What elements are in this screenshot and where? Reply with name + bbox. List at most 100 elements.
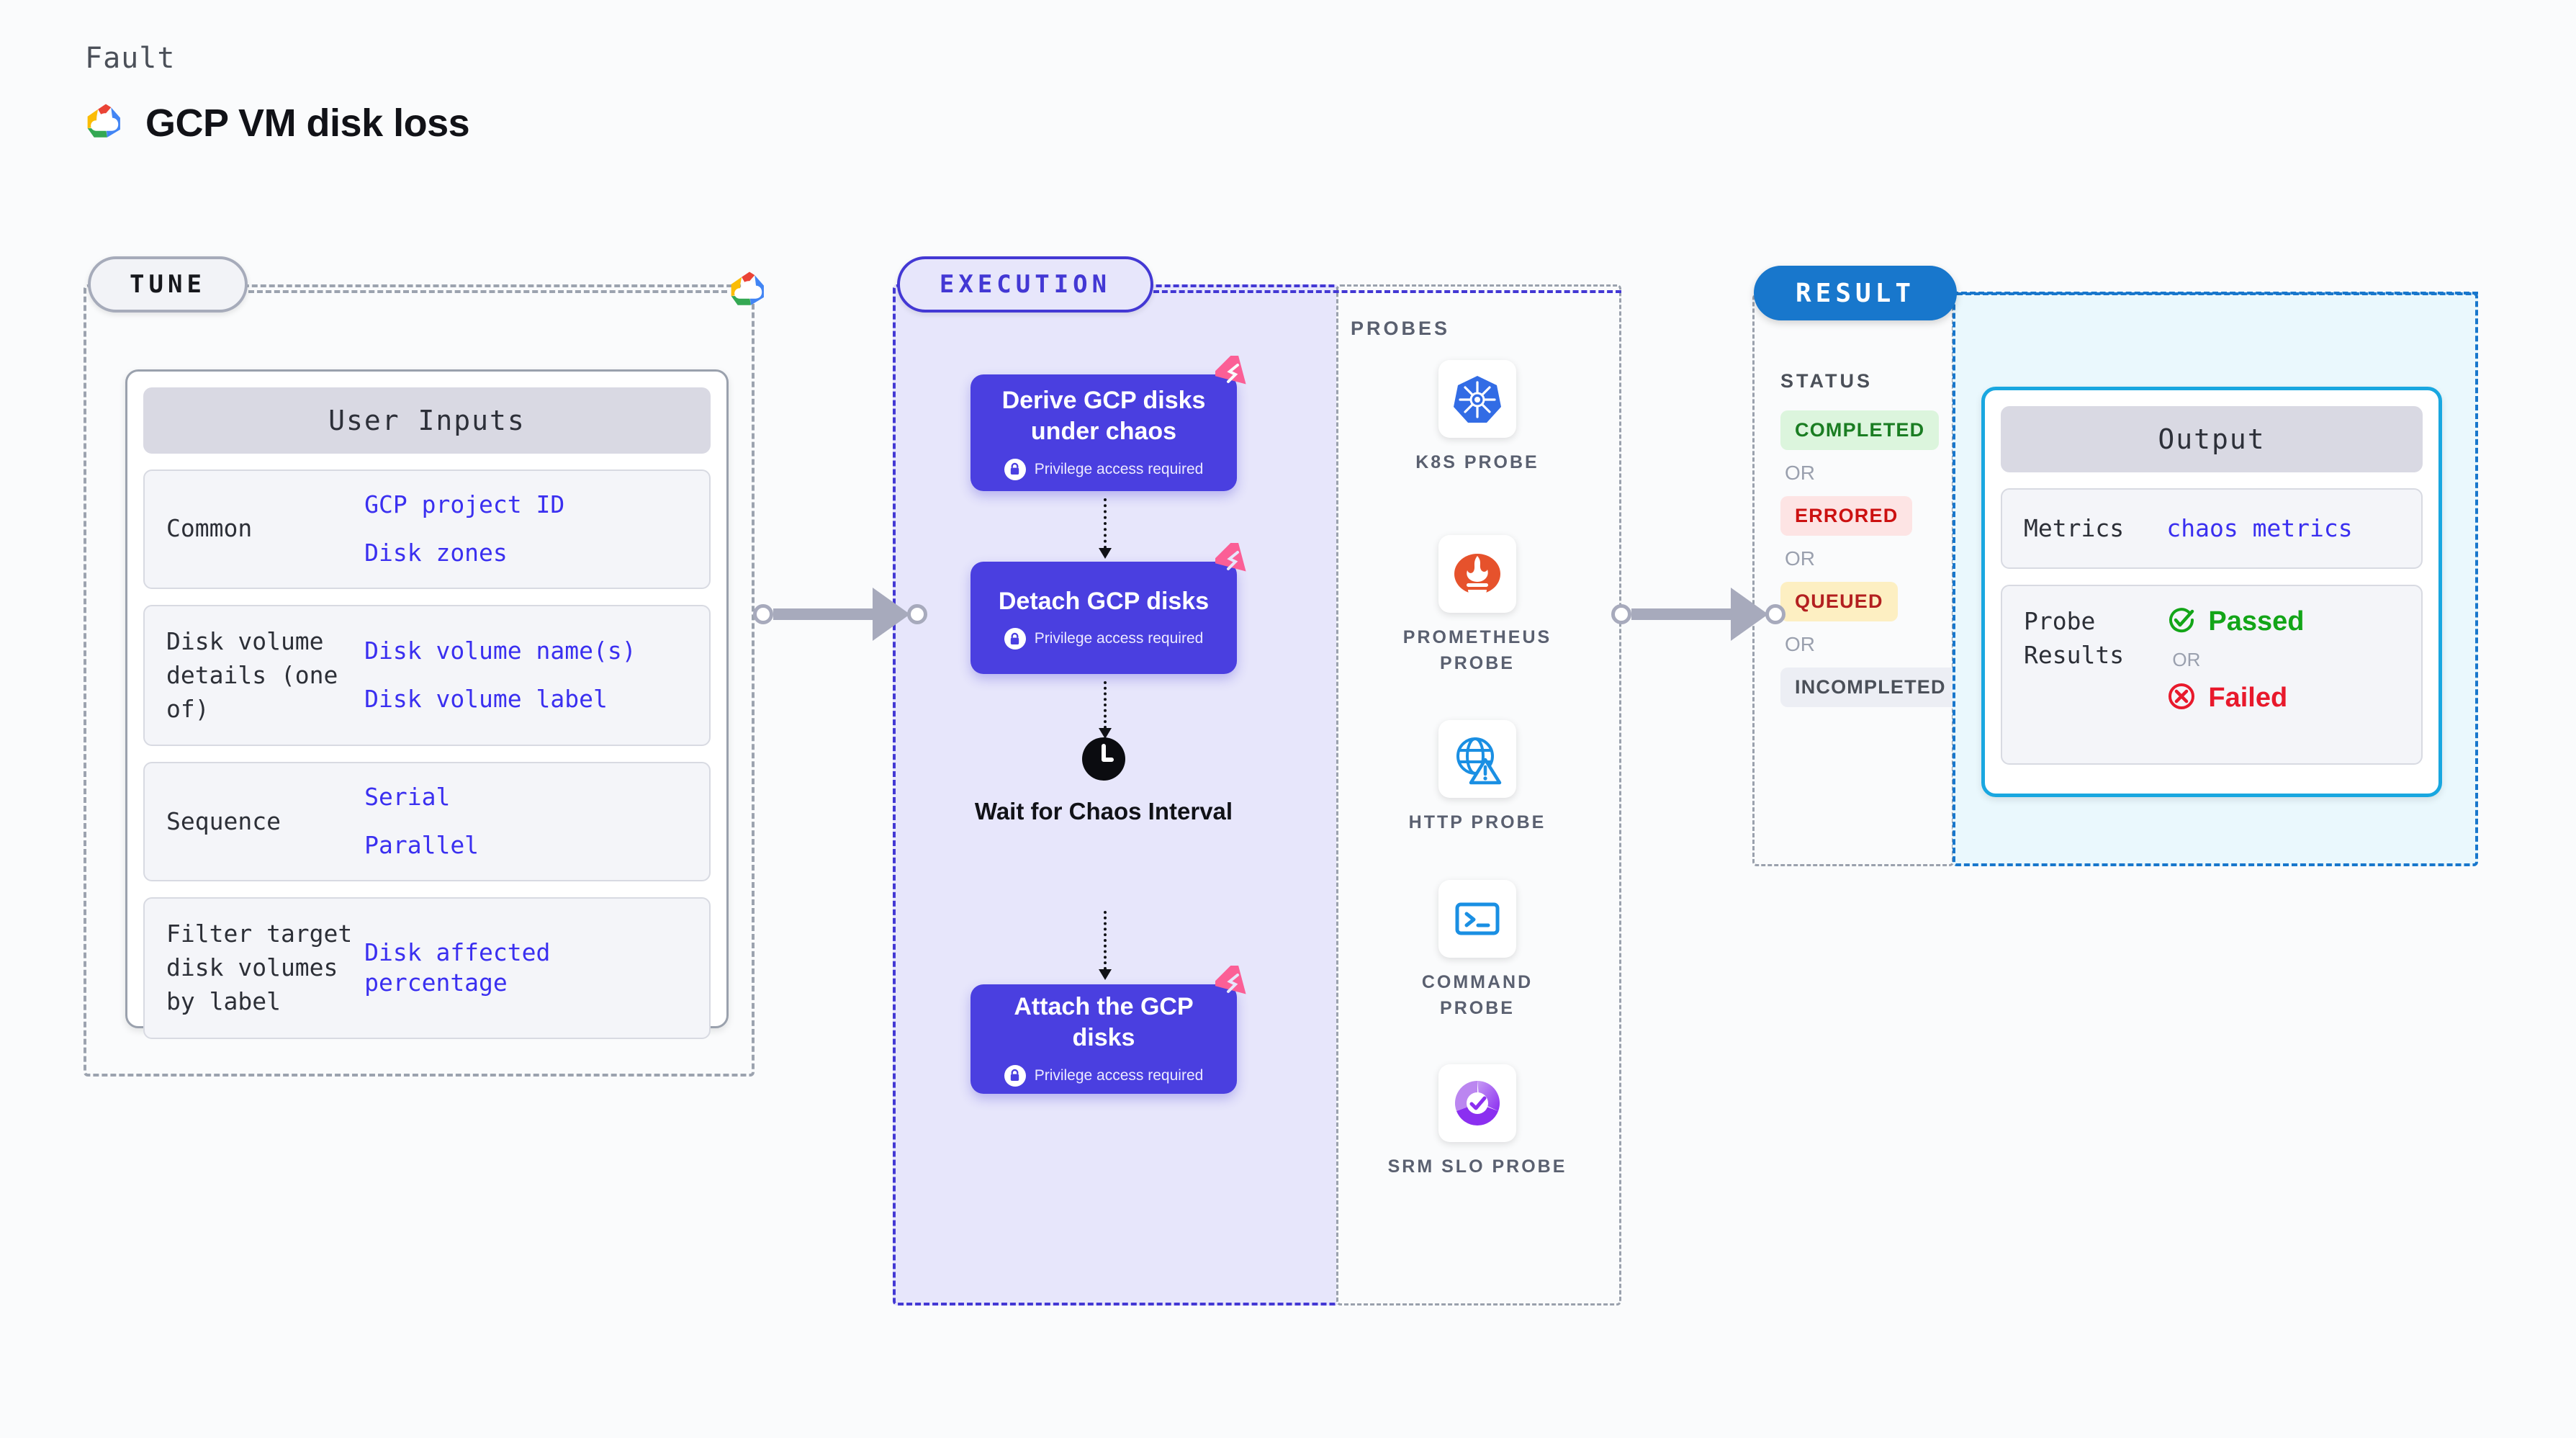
kubernetes-icon <box>1438 360 1516 438</box>
privilege-label: Privilege access required <box>1034 630 1204 647</box>
row-values: GCP project ID Disk zones <box>364 490 564 569</box>
connector-arrowhead <box>1731 588 1768 641</box>
execution-flow-arrow <box>1099 498 1112 559</box>
tune-pill-connector <box>248 290 727 293</box>
tune-region: TUNE User Inputs Common GCP project ID D… <box>84 256 755 1077</box>
result-output-region: Output Metrics chaos metrics Probe Resul… <box>1953 292 2478 866</box>
probe-item-http[interactable]: HTTP PROBE <box>1384 720 1571 835</box>
page-header: GCP VM disk loss <box>85 101 470 145</box>
table-row: Sequence Serial Parallel <box>143 762 711 882</box>
connector-dot <box>1611 604 1631 624</box>
user-inputs-card: User Inputs Common GCP project ID Disk z… <box>125 369 729 1039</box>
row-label: Disk volume details (one of) <box>166 626 338 723</box>
execution-region: EXECUTION Derive GCP disks under chaos P… <box>893 256 1339 1306</box>
result-status-dashed-border <box>1752 294 1954 866</box>
probe-label: HTTP PROBE <box>1408 812 1546 832</box>
result-pill-connector <box>1953 292 2478 295</box>
input-option[interactable]: Serial <box>364 783 451 812</box>
probe-label: SRM SLO PROBE <box>1387 1156 1567 1177</box>
or-separator: OR <box>1785 633 1815 655</box>
input-option[interactable]: Disk volume label <box>364 685 608 714</box>
passed-label: Passed <box>2208 606 2305 637</box>
chaos-fault-badge-icon <box>1211 959 1254 1005</box>
row-label: Common <box>166 514 253 543</box>
execution-node[interactable]: Attach the GCP disks Privilege access re… <box>970 959 1246 1094</box>
prometheus-icon <box>1438 535 1516 613</box>
row-label: Metrics <box>2024 513 2125 542</box>
connector-dot <box>753 604 773 624</box>
probe-item-prometheus[interactable]: PROMETHEUS PROBE <box>1384 535 1571 677</box>
page-kicker: Fault <box>85 42 176 75</box>
probe-label: COMMAND PROBE <box>1421 972 1534 1019</box>
row-label: Sequence <box>166 806 281 835</box>
gcp-logo-icon <box>85 103 127 144</box>
connector-execution-to-result <box>1611 588 1785 641</box>
lock-icon <box>1004 628 1026 650</box>
tune-provider-gcp-logo-icon <box>729 271 770 312</box>
clock-icon <box>1081 737 1126 785</box>
row-values: chaos metrics <box>2166 513 2352 544</box>
probe-result-failed: Failed <box>2166 681 2304 715</box>
input-option[interactable]: Parallel <box>364 831 479 860</box>
row-label: Filter target disk volumes by label <box>166 920 353 1015</box>
execution-flow-arrow <box>1099 681 1112 739</box>
input-option[interactable]: Disk volume name(s) <box>364 637 636 665</box>
page-title: GCP VM disk loss <box>145 102 470 145</box>
execution-pill-label: EXECUTION <box>939 270 1112 299</box>
status-badge: COMPLETED <box>1780 410 1940 450</box>
probes-title: PROBES <box>1351 318 1451 339</box>
result-pill: RESULT <box>1754 266 1957 320</box>
chaos-fault-badge-icon <box>1211 536 1254 583</box>
input-option[interactable]: Disk zones <box>364 538 508 567</box>
input-option[interactable]: Disk affected percentage <box>364 938 551 997</box>
probe-item-k8s[interactable]: K8S PROBE <box>1384 360 1571 475</box>
execution-node-title: Attach the GCP disks <box>1014 993 1194 1051</box>
chaos-fault-badge-icon <box>1211 349 1254 395</box>
table-row: Probe Results Passed OR <box>2001 585 2423 765</box>
tune-pill: TUNE <box>88 256 248 313</box>
connector-dot <box>1765 604 1785 624</box>
user-inputs-title: User Inputs <box>143 387 711 454</box>
connector-dot <box>907 604 927 624</box>
probe-item-command[interactable]: COMMAND PROBE <box>1384 880 1571 1022</box>
execution-node-title: Detach GCP disks <box>998 587 1210 615</box>
input-option[interactable]: GCP project ID <box>364 490 565 518</box>
execution-pill-connector <box>1153 290 1621 293</box>
status-badge: ERRORED <box>1780 496 1913 536</box>
probe-result-passed: Passed <box>2166 605 2304 639</box>
privilege-label: Privilege access required <box>1034 460 1204 477</box>
execution-flow-arrow <box>1099 911 1112 980</box>
failed-label: Failed <box>2208 683 2288 713</box>
output-card: Output Metrics chaos metrics Probe Resul… <box>1981 387 2442 797</box>
row-values: Disk affected percentage <box>364 938 688 999</box>
row-values: Disk volume name(s) Disk volume label <box>364 636 636 715</box>
execution-node[interactable]: Detach GCP disks Privilege access requir… <box>970 536 1246 674</box>
wait-node-label: Wait for Chaos Interval <box>974 798 1233 824</box>
status-list: COMPLETED OR ERRORED OR QUEUED OR INCOMP… <box>1780 410 1960 707</box>
metrics-value[interactable]: chaos metrics <box>2166 513 2353 542</box>
tune-pill-label: TUNE <box>130 270 206 299</box>
row-label: Probe Results <box>2024 607 2125 669</box>
check-circle-icon <box>2166 605 2197 639</box>
probe-label: PROMETHEUS PROBE <box>1402 627 1552 674</box>
privilege-note: Privilege access required <box>1004 458 1204 480</box>
execution-node-title: Derive GCP disks under chaos <box>1001 387 1206 445</box>
table-row: Disk volume details (one of) Disk volume… <box>143 604 711 747</box>
privilege-note: Privilege access required <box>1004 628 1204 650</box>
connector-arrowhead <box>873 588 910 641</box>
connector-bar <box>773 608 874 620</box>
x-circle-icon <box>2166 681 2197 715</box>
privilege-label: Privilege access required <box>1034 1066 1204 1084</box>
or-separator: OR <box>1785 547 1815 570</box>
execution-node[interactable]: Derive GCP disks under chaos Privilege a… <box>970 349 1246 491</box>
output-title: Output <box>2001 406 2423 472</box>
lock-icon <box>1004 458 1026 480</box>
result-status-region: RESULT <box>1752 266 1957 866</box>
terminal-icon <box>1438 880 1516 958</box>
connector-bar <box>1631 608 1732 620</box>
connector-tune-to-execution <box>753 588 927 641</box>
wait-for-chaos-interval-node: Wait for Chaos Interval <box>974 737 1233 827</box>
srm-slo-icon <box>1438 1064 1516 1142</box>
probe-item-srm-slo[interactable]: SRM SLO PROBE <box>1384 1064 1571 1179</box>
